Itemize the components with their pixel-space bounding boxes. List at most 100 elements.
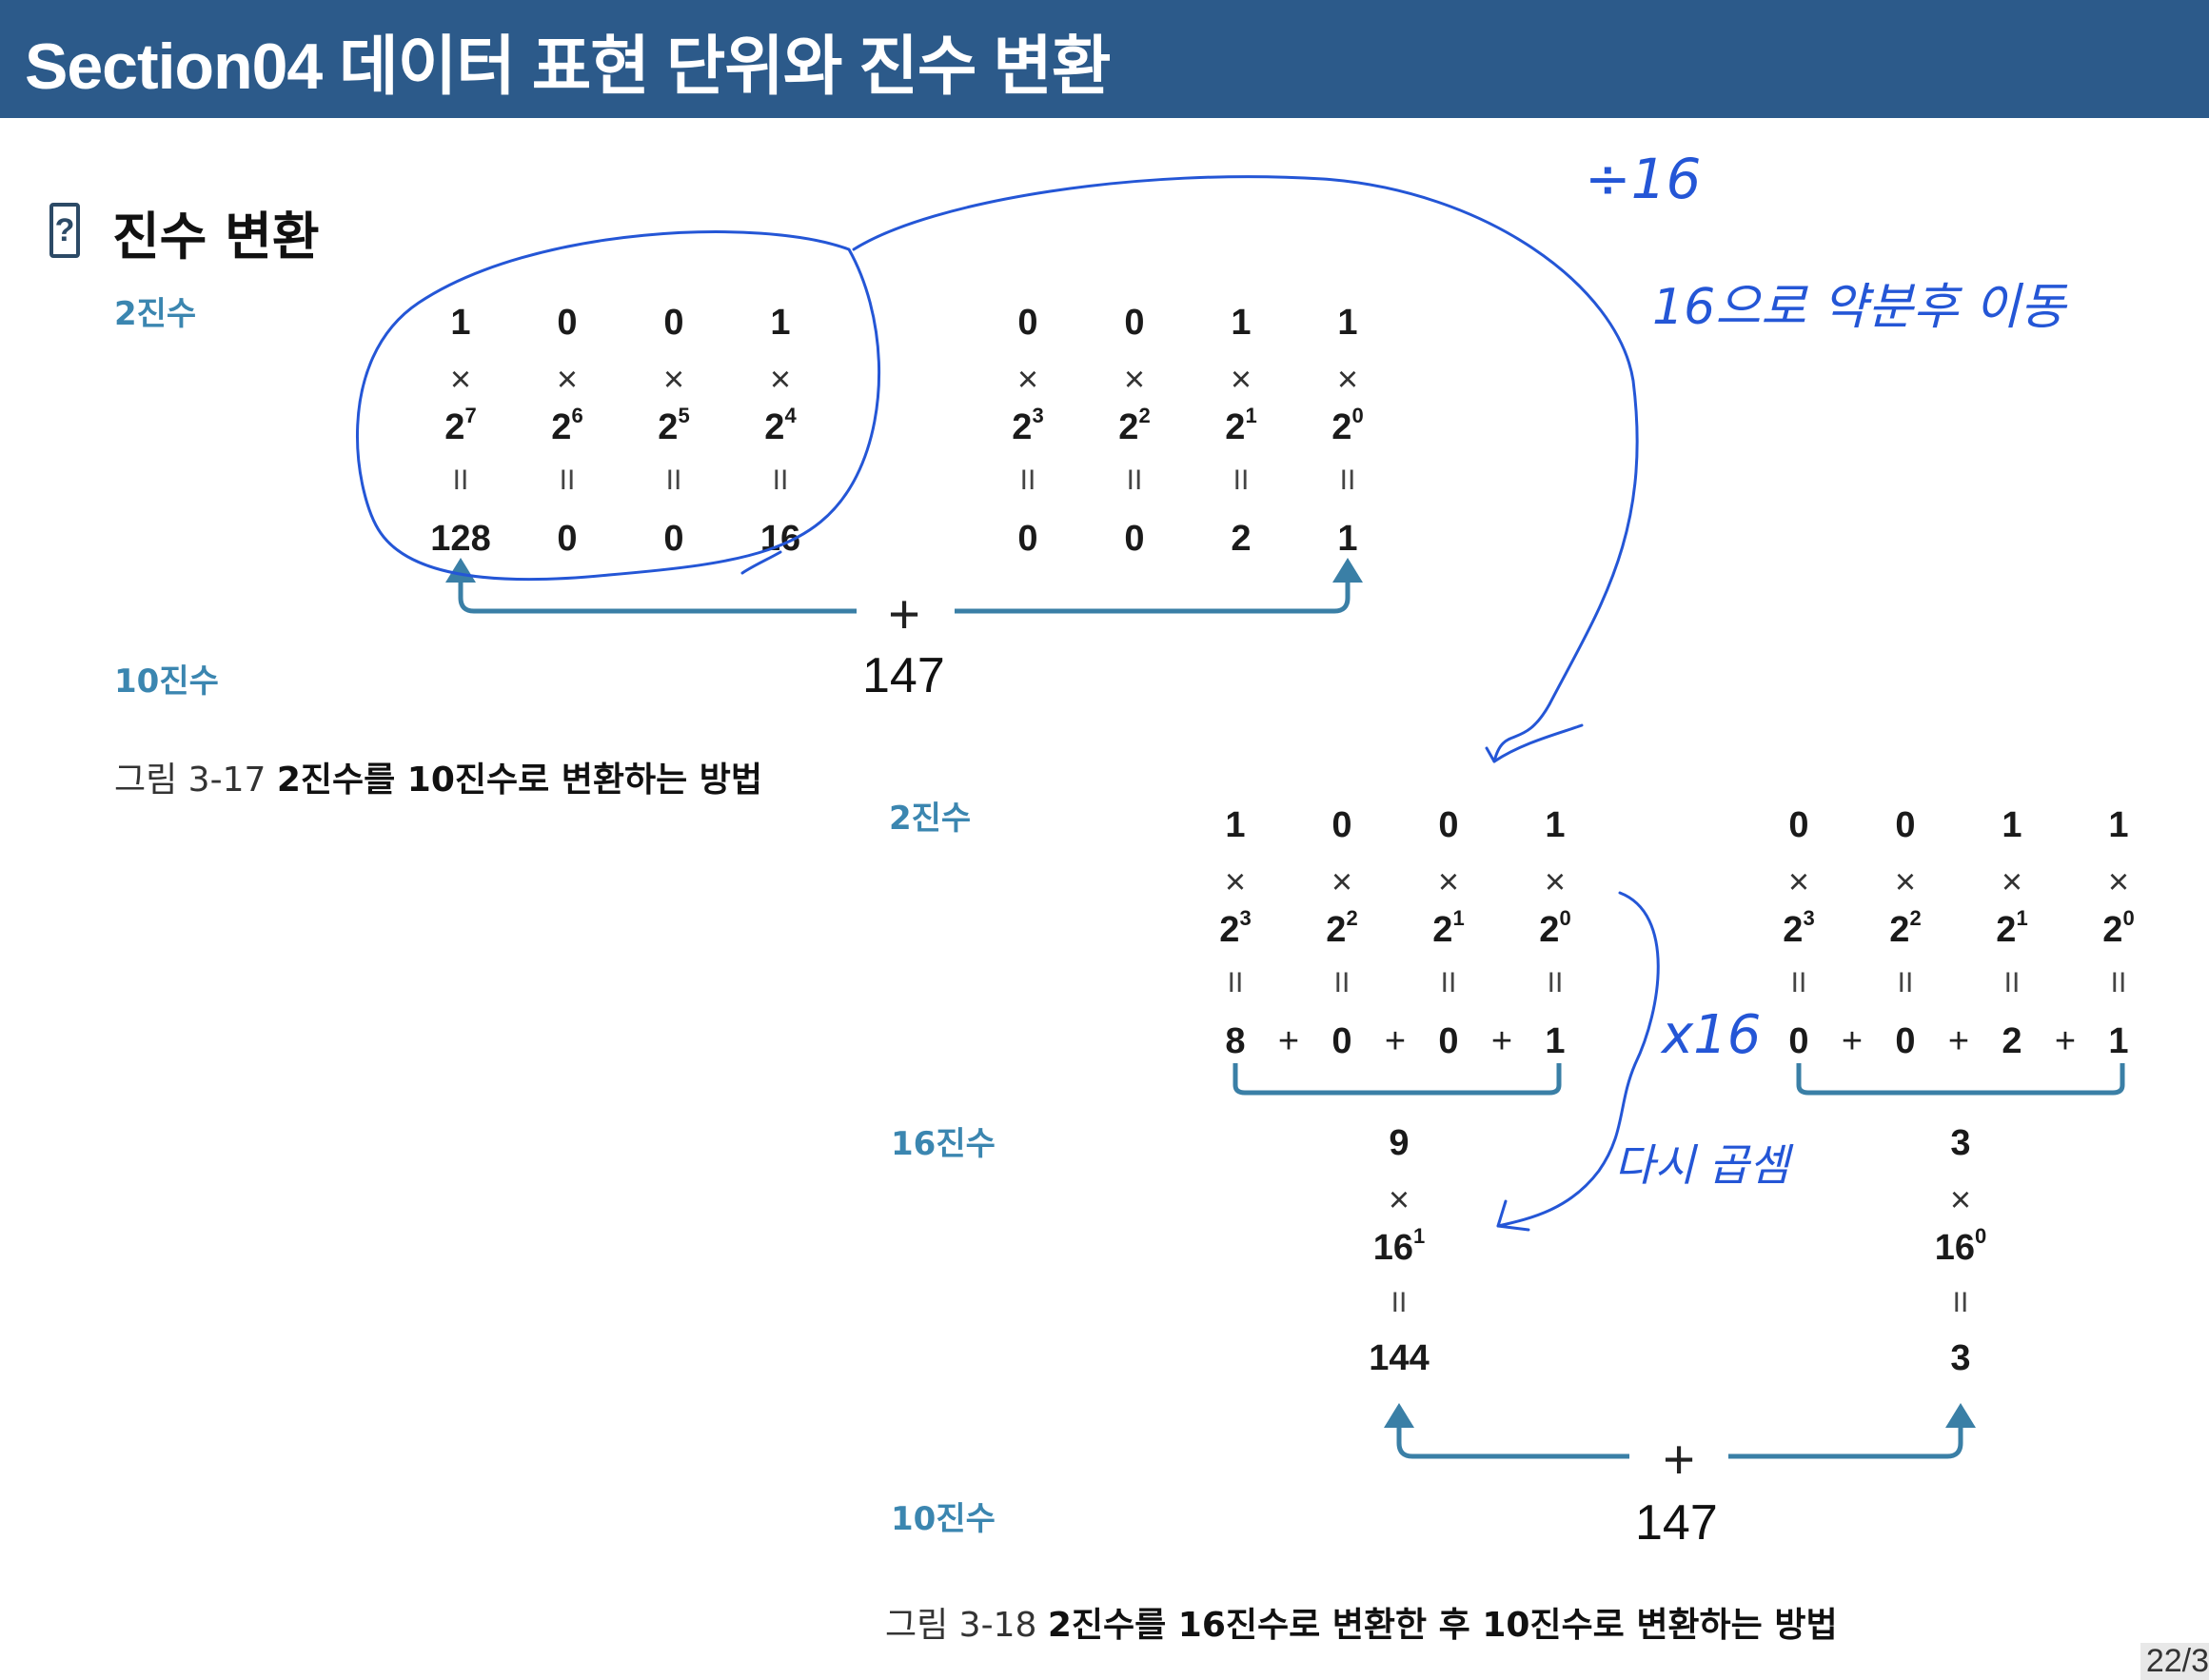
fig18-power-exponent: 1 [2016,906,2028,930]
fig18-binary-label: 2진수 [889,800,972,838]
fig18-arrowhead-right [1945,1403,1976,1428]
fig17-power-base: 2 [1118,407,1139,447]
fig18-equals: II [2003,967,2021,998]
fig17-power: 21 [1203,404,1279,448]
fig17-power: 23 [990,404,1066,448]
fig17-equals: II [772,464,789,496]
fig18-times: × [1224,862,1247,902]
fig18-power-base: 2 [1219,910,1240,950]
fig17-bit: 0 [663,303,684,343]
fig18-hex-base: 16 [1934,1228,1976,1268]
fig18-plus-op: + [1384,1021,1407,1061]
fig18-bit: 1 [1545,805,1566,845]
fig18-power-exponent: 2 [1909,906,1922,930]
fig17-equals: II [665,464,682,496]
fig17-power-exponent: 3 [1032,404,1044,427]
fig18-power-exponent: 0 [2122,906,2135,930]
fig18-hex-times: × [1388,1180,1410,1220]
fig18-product: 0 [1331,1021,1352,1061]
fig17-power: 20 [1310,404,1386,448]
fig17-power-base: 2 [1331,407,1352,447]
fig17-product: 0 [1017,519,1038,559]
fig18-caption-text: 2진수를 16진수로 변환한 후 10진수로 변환하는 방법 [1047,1606,1838,1645]
fig17-product: 0 [663,519,684,559]
fig17-power-exponent: 2 [1138,404,1151,427]
fig18-power-base: 2 [1783,910,1804,950]
fig18-hex-value: 144 [1369,1338,1430,1378]
fig18-power-base: 2 [1889,910,1910,950]
section-title: 진수 변환 [112,207,320,267]
fig18-power-base: 2 [1539,910,1560,950]
fig17-binary-label: 2진수 [114,295,197,333]
fig17-arrowhead-right [1332,558,1363,583]
fig18-hex-digit: 3 [1950,1123,1971,1163]
fig17-equals: II [559,464,576,496]
fig17-power: 22 [1096,404,1173,448]
fig18-equals: II [1333,967,1351,998]
fig17-power: 24 [742,404,819,448]
fig17-product: 128 [430,519,491,559]
fig18-power: 23 [1197,906,1273,951]
fig18-product: 0 [1788,1021,1809,1061]
fig18-power-base: 2 [1326,910,1347,950]
fig18-plus-op: + [1841,1021,1864,1061]
fig18-hex-label: 16진수 [891,1125,996,1163]
fig17-power-exponent: 1 [1245,404,1257,427]
fig18-hex-exponent: 1 [1413,1224,1426,1248]
fig17-caption-prefix: 그림 3-17 [114,761,266,800]
fig18-hex-base: 16 [1372,1228,1414,1268]
fig17-result: 147 [862,648,945,703]
fig17-plus: + [888,583,920,645]
fig18-plus: + [1663,1429,1695,1491]
fig17-bit: 0 [1017,303,1038,343]
fig18-equals: II [1897,967,1914,998]
fig17-equals: II [1233,464,1250,496]
fig18-power-exponent: 0 [1559,906,1571,930]
fig18-times: × [1437,862,1460,902]
fig18-product: 2 [2002,1021,2022,1061]
fig17-power: 27 [423,404,499,448]
fig17-arrow-left [458,576,857,614]
fig17-caption: 그림 3-17 2진수를 10진수로 변환하는 방법 [114,752,762,801]
fig17-power-base: 2 [1012,407,1033,447]
fig18-equals: II [2110,967,2127,998]
fig17-equals: II [1339,464,1356,496]
fig17-times: × [1230,360,1252,400]
fig18-arrowhead-left [1384,1403,1414,1428]
fig17-caption-text: 2진수를 10진수로 변환하는 방법 [276,761,763,800]
fig17-bit: 0 [1124,303,1145,343]
fig18-caption-prefix: 그림 3-18 [885,1606,1037,1645]
fig18-equals: II [1440,967,1457,998]
fig18-hex-power: 161 [1361,1224,1437,1269]
fig17-equals: II [1019,464,1036,496]
fig17-arrow-right [955,576,1351,614]
fig18-bit: 0 [1331,805,1352,845]
fig18-equals: II [1790,967,1807,998]
note-divide: ÷16 [1585,147,1701,211]
fig18-times: × [1331,862,1353,902]
fig18-arrow-left [1396,1420,1629,1459]
fig18-times: × [2001,862,2023,902]
fig18-power: 22 [1304,906,1380,951]
fig17-power-exponent: 7 [464,404,477,427]
fig18-power: 20 [2081,906,2157,951]
fig18-product: 1 [2108,1021,2129,1061]
fig18-power-exponent: 1 [1452,906,1465,930]
fig18-hex-equals: II [1952,1287,1969,1318]
fig18-hex-exponent: 0 [1975,1224,1987,1248]
fig18-times: × [1894,862,1917,902]
fig18-decimal-label: 10진수 [891,1500,996,1538]
fig17-times: × [1016,360,1039,400]
fig18-product: 0 [1895,1021,1916,1061]
fig17-equals: II [452,464,469,496]
fig17-power-exponent: 0 [1351,404,1364,427]
fig18-bit: 1 [2108,805,2129,845]
fig17-times: × [662,360,685,400]
fig17-power-exponent: 6 [571,404,583,427]
handwritten-ink [356,175,1660,1232]
fig17-power-exponent: 5 [678,404,690,427]
fig18-power-exponent: 3 [1803,906,1815,930]
fig18-bit: 1 [2002,805,2022,845]
fig18-result: 147 [1635,1495,1718,1551]
